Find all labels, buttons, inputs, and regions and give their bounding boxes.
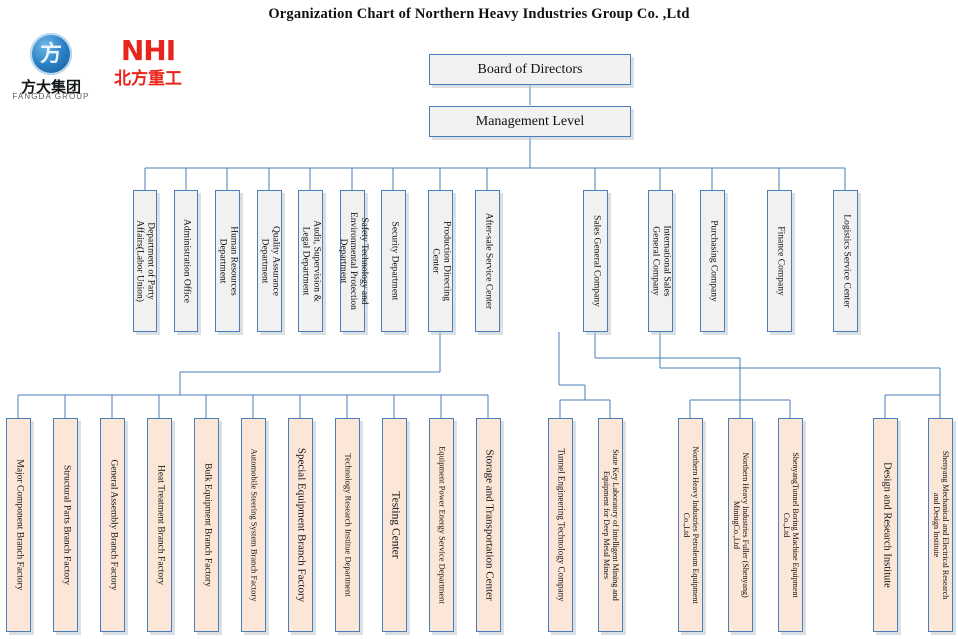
node-label: Testing Center bbox=[388, 491, 401, 559]
nhi-english-name: NHI bbox=[120, 34, 176, 67]
node-label: Board of Directors bbox=[477, 61, 583, 77]
node-finance-company[interactable]: Finance Company bbox=[767, 190, 792, 332]
node-label: State Key Laboratory of Intelligent Mini… bbox=[601, 449, 620, 601]
page-title: Organization Chart of Northern Heavy Ind… bbox=[268, 6, 690, 22]
node-label: Sales General Company bbox=[590, 215, 601, 307]
node-label: Storage and Transportation Center bbox=[482, 449, 495, 601]
fangda-chinese-name: 方大集团 bbox=[20, 78, 81, 96]
node-northern-heavy-industries-petroleum-equipment[interactable]: Northern Heavy Industries Petroleum Equi… bbox=[678, 418, 703, 632]
fangda-english-name: FANGDA GROUP bbox=[12, 92, 90, 101]
nhi-chinese-name: 北方重工 bbox=[114, 69, 182, 89]
node-major-component-branch-factory[interactable]: Major Component Branch Factory bbox=[6, 418, 31, 632]
node-label: Major Component Branch Factory bbox=[13, 459, 24, 591]
node-label: Purchasing Company bbox=[707, 220, 718, 302]
node-label: Management Level bbox=[475, 113, 585, 129]
node-label: Security Department bbox=[388, 221, 399, 301]
node-label: Design and Research Institute bbox=[880, 462, 892, 588]
node-state-key-laboratory[interactable]: State Key Laboratory of Intelligent Mini… bbox=[598, 418, 623, 632]
node-board-of-directors[interactable]: Board of Directors bbox=[429, 54, 631, 85]
fangda-emblem-icon: 方 bbox=[30, 33, 72, 75]
node-storage-and-transportation-center[interactable]: Storage and Transportation Center bbox=[476, 418, 501, 632]
node-special-equipment-branch-factory[interactable]: Special Equipment Branch Factory bbox=[288, 418, 313, 632]
node-label: Technology Research Institue Department bbox=[342, 453, 353, 597]
node-label: Bulk Equipment Branch Factory bbox=[201, 463, 212, 587]
node-label: Administration Office bbox=[181, 219, 192, 303]
node-testing-center[interactable]: Testing Center bbox=[382, 418, 407, 632]
node-structural-parts-branch-factory[interactable]: Structural Parts Branch Factory bbox=[53, 418, 78, 632]
node-technology-research-institue-department[interactable]: Technology Research Institue Department bbox=[335, 418, 360, 632]
node-bulk-equipment-branch-factory[interactable]: Bulk Equipment Branch Factory bbox=[194, 418, 219, 632]
node-label: Tunnel Engineering Technology Company bbox=[555, 448, 566, 602]
node-label: Finance Company bbox=[774, 226, 785, 296]
node-logistics-service-center[interactable]: Logistics Service Center bbox=[833, 190, 858, 332]
node-label: Automobile Steering System Branch Factor… bbox=[248, 448, 259, 602]
node-label: Audit, Supervision &Legal Department bbox=[300, 220, 322, 302]
node-management-level[interactable]: Management Level bbox=[429, 106, 631, 137]
node-label: Shenyang Mechanical and Electrical Resea… bbox=[931, 450, 950, 600]
node-label: Special Equipment Branch Factory bbox=[294, 447, 307, 603]
node-label: Structural Parts Branch Factory bbox=[60, 464, 71, 586]
nhi-logo: NHI 北方重工 bbox=[100, 35, 196, 101]
node-design-and-research-institute[interactable]: Design and Research Institute bbox=[873, 418, 898, 632]
node-label: General Assembly Branch Factory bbox=[107, 459, 118, 591]
node-audit-supervision-legal-department[interactable]: Audit, Supervision &Legal Department bbox=[298, 190, 323, 332]
node-label: Northern Heavy Industries Petroleum Equi… bbox=[681, 446, 700, 604]
node-northern-heavy-industries-fuller-mining[interactable]: Northern Heavy Industries Fuller (Shenya… bbox=[728, 418, 753, 632]
node-equipment-power-energy-service-department[interactable]: Equipment Power Energy Service Departmen… bbox=[429, 418, 454, 632]
node-purchasing-company[interactable]: Purchasing Company bbox=[700, 190, 725, 332]
node-after-sale-service-center[interactable]: After-sale Service Center bbox=[475, 190, 500, 332]
node-administration-office[interactable]: Administration Office bbox=[174, 190, 198, 332]
logo-bar: 方 方大集团 FANGDA GROUP NHI 北方重工 bbox=[8, 33, 198, 105]
node-sales-general-company[interactable]: Sales General Company bbox=[583, 190, 608, 332]
node-label: After-sale Service Center bbox=[482, 212, 493, 310]
fangda-group-logo: 方 方大集团 FANGDA GROUP bbox=[12, 33, 90, 103]
node-heat-treatment-branch-factory[interactable]: Heat Treatment Branch Factory bbox=[147, 418, 172, 632]
node-label: Northern Heavy Industries Fuller (Shenya… bbox=[731, 452, 750, 598]
node-automobile-steering-system-branch-factory[interactable]: Automobile Steering System Branch Factor… bbox=[241, 418, 266, 632]
node-general-assembly-branch-factory[interactable]: General Assembly Branch Factory bbox=[100, 418, 125, 632]
node-tunnel-engineering-technology-company[interactable]: Tunnel Engineering Technology Company bbox=[548, 418, 573, 632]
node-label: Heat Treatment Branch Factory bbox=[154, 464, 165, 586]
node-shenyang-mechanical-electrical-research-design-institute[interactable]: Shenyang Mechanical and Electrical Resea… bbox=[928, 418, 953, 632]
node-label: Logistics Service Center bbox=[840, 214, 851, 308]
node-label: Equipment Power Energy Service Departmen… bbox=[436, 446, 447, 604]
fangda-emblem-glyph: 方 bbox=[39, 41, 62, 66]
node-security-department[interactable]: Security Department bbox=[381, 190, 406, 332]
